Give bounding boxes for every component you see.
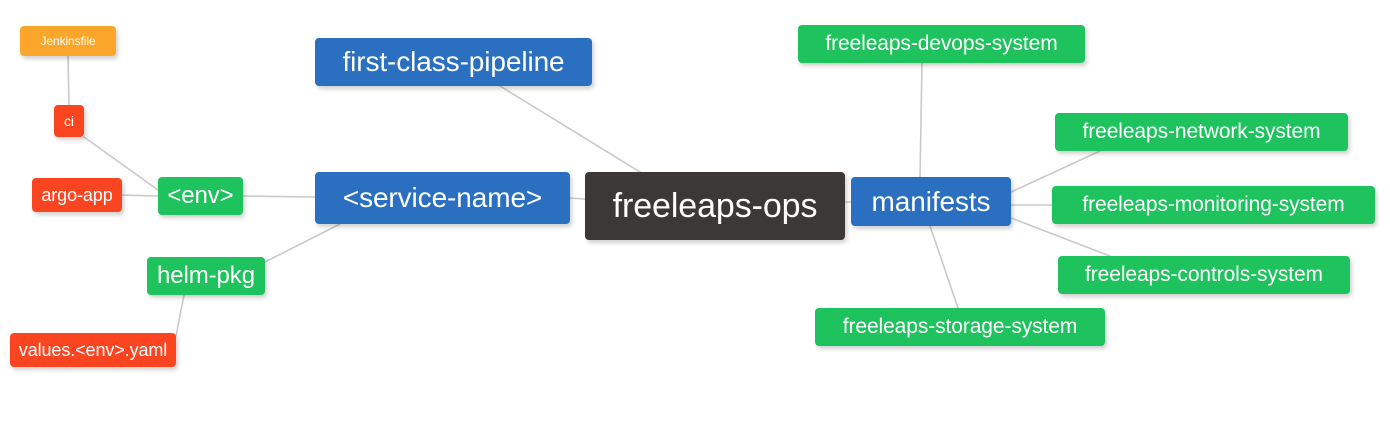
node-values-env-yaml[interactable]: values.<env>.yaml (10, 333, 176, 367)
node-argo-app[interactable]: argo-app (32, 178, 122, 212)
node-label: ci (64, 113, 74, 129)
node-service-name[interactable]: <service-name> (315, 172, 570, 224)
node-manifests[interactable]: manifests (851, 177, 1011, 226)
node-freeleaps-network-system[interactable]: freeleaps-network-system (1055, 113, 1348, 151)
node-freeleaps-storage-system[interactable]: freeleaps-storage-system (815, 308, 1105, 346)
node-label: freeleaps-network-system (1082, 120, 1321, 143)
edge-helm-pkg-to-service-name (264, 223, 341, 263)
node-label: values.<env>.yaml (18, 339, 168, 360)
node-first-class-pipeline[interactable]: first-class-pipeline (315, 38, 592, 86)
edge-values-env-yaml-to-helm-pkg (175, 294, 185, 337)
node-label: <env> (167, 182, 234, 209)
edge-manifests-to-freeleaps-devops-system (919, 62, 923, 178)
node-label: Jenkinsfile (40, 34, 96, 48)
node-env[interactable]: <env> (158, 177, 243, 215)
node-ci[interactable]: ci (54, 105, 84, 137)
node-label: freeleaps-monitoring-system (1082, 193, 1345, 216)
node-label: <service-name> (342, 182, 543, 213)
node-label: helm-pkg (157, 262, 255, 289)
edge-argo-app-to-env (121, 194, 159, 197)
edge-jenkinsfile-to-ci (67, 55, 70, 106)
node-label: freeleaps-controls-system (1085, 263, 1323, 286)
node-label: argo-app (41, 184, 113, 205)
node-freeleaps-ops[interactable]: freeleaps-ops (585, 172, 845, 240)
node-freeleaps-monitoring-system[interactable]: freeleaps-monitoring-system (1052, 186, 1375, 224)
node-label: freeleaps-devops-system (825, 32, 1058, 55)
node-helm-pkg[interactable]: helm-pkg (147, 257, 265, 295)
edge-service-name-to-freeleaps-ops (569, 197, 586, 200)
node-label: freeleaps-ops (612, 186, 818, 225)
node-label: freeleaps-storage-system (842, 315, 1078, 338)
edge-env-to-service-name (242, 195, 316, 198)
node-label: manifests (871, 185, 991, 217)
edge-first-class-pipeline-to-freeleaps-ops (499, 85, 641, 173)
edge-manifests-to-freeleaps-storage-system (929, 225, 959, 309)
node-freeleaps-controls-system[interactable]: freeleaps-controls-system (1058, 256, 1350, 294)
node-freeleaps-devops-system[interactable]: freeleaps-devops-system (798, 25, 1085, 63)
node-jenkinsfile[interactable]: Jenkinsfile (20, 26, 116, 56)
node-label: first-class-pipeline (342, 46, 565, 77)
